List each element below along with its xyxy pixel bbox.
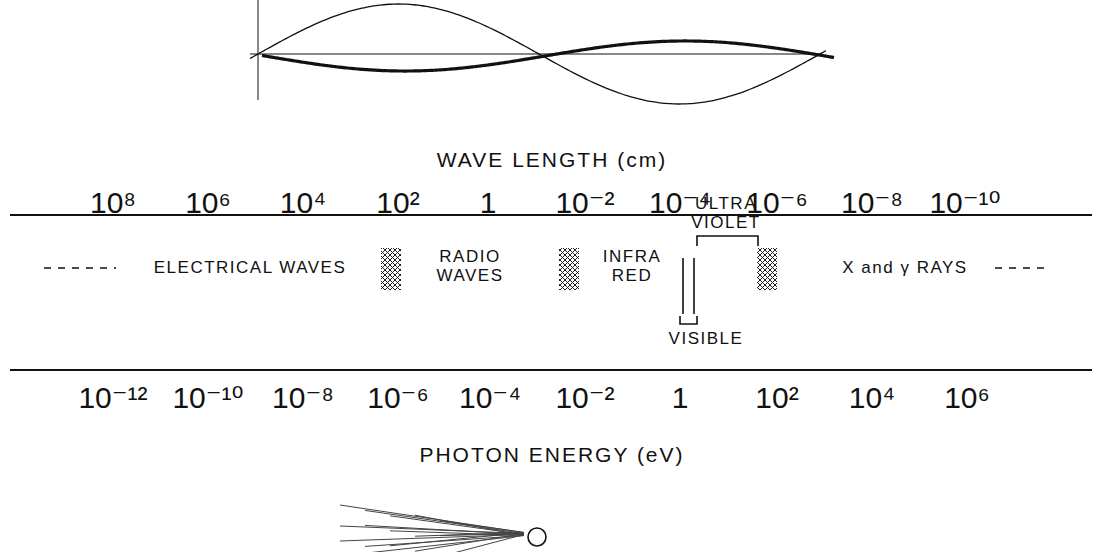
axis-title: WAVE LENGTH (cm) bbox=[437, 148, 667, 171]
scale-value: 10⁻¹⁰ bbox=[929, 186, 1000, 219]
scale-value: 10⁻¹² bbox=[78, 381, 147, 414]
scale-value: 1 bbox=[480, 186, 497, 219]
boundary-hatch bbox=[757, 248, 777, 290]
scale-value: 10⁻⁴ bbox=[459, 381, 521, 414]
band-label: VISIBLE bbox=[669, 330, 744, 349]
scale-value: 10² bbox=[376, 186, 419, 219]
scale-value: 10⁶ bbox=[944, 381, 990, 414]
boundary-hatch bbox=[559, 248, 579, 290]
boundary-hatch bbox=[381, 248, 401, 290]
band-label: INFRA RED bbox=[592, 248, 672, 285]
scale-value: 10⁴ bbox=[849, 381, 895, 414]
scale-value: 10⁴ bbox=[280, 186, 326, 219]
photon-illustration bbox=[340, 505, 524, 552]
wave-illustration bbox=[250, 0, 834, 104]
visible-band bbox=[680, 258, 697, 324]
scale-value: 10⁻² bbox=[555, 381, 614, 414]
band-label: ULTRA VIOLET bbox=[661, 196, 791, 233]
scale-value: 10⁻¹⁰ bbox=[172, 381, 243, 414]
axis-title: PHOTON ENERGY (eV) bbox=[419, 443, 684, 466]
scale-value: 10⁻² bbox=[555, 186, 614, 219]
scale-value: 10⁻⁸ bbox=[841, 186, 903, 219]
scale-value: 10² bbox=[755, 381, 798, 414]
scale-value: 10⁶ bbox=[185, 186, 231, 219]
band-label: ELECTRICAL WAVES bbox=[154, 259, 346, 278]
scale-value: 10⁻⁶ bbox=[367, 381, 429, 414]
photon-circle bbox=[528, 528, 546, 546]
scale-value: 10⁸ bbox=[90, 186, 136, 219]
ultraviolet-bracket bbox=[697, 236, 758, 246]
scale-value: 10⁻⁸ bbox=[272, 381, 334, 414]
band-label: X and γ RAYS bbox=[842, 259, 967, 278]
band-label: RADIO WAVES bbox=[430, 248, 510, 285]
scale-value: 1 bbox=[672, 381, 689, 414]
lower-rule bbox=[10, 369, 1092, 371]
